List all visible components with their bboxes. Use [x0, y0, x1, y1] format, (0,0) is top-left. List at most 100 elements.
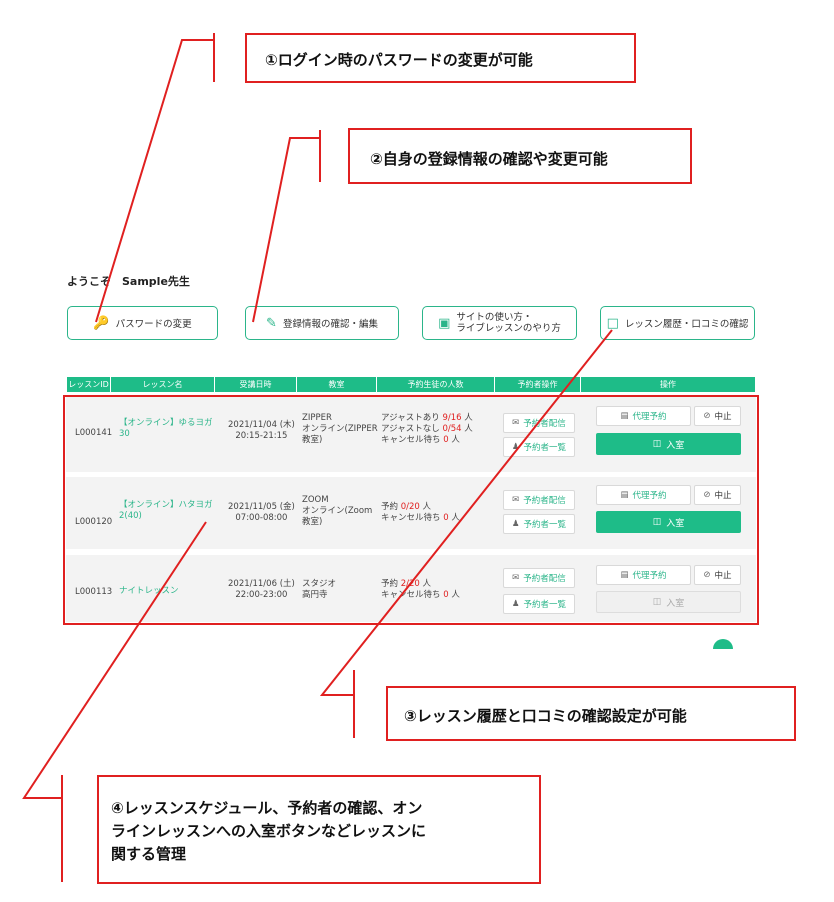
annotation-line-history: [319, 329, 613, 696]
proxy-label: 代理予約: [632, 491, 667, 501]
annotation-line-schedule: [22, 521, 207, 799]
booker-list-button[interactable]: ♟予約者一覧: [503, 437, 575, 457]
send-label: 予約者配信: [523, 496, 566, 506]
seats-value: 9/16: [442, 413, 462, 423]
waitlist-value: 0: [443, 590, 449, 600]
seats-unit: 人: [464, 413, 473, 423]
col-header-name: レッスン名: [111, 377, 215, 392]
waitlist-unit: 人: [451, 435, 460, 445]
lesson-id: L000113: [75, 587, 113, 597]
users-icon: ♟: [511, 442, 520, 452]
lesson-time: 20:15-21:15: [235, 431, 288, 441]
waitlist-label: キャンセル待ち: [381, 435, 441, 445]
waitlist-value: 0: [443, 513, 449, 523]
enter-label: 入室: [666, 598, 685, 609]
list-label: 予約者一覧: [523, 443, 567, 453]
lesson-name-line2: 30: [119, 429, 130, 439]
annotation-line-password: [95, 39, 214, 323]
enter-label: 入室: [666, 518, 685, 529]
send-to-bookers-button[interactable]: ✉予約者配信: [503, 490, 575, 510]
col-header-ops: 操作: [581, 377, 756, 392]
room-line2: 高円寺: [302, 590, 328, 600]
proxy-booking-button[interactable]: ▤代理予約: [596, 406, 691, 426]
password-change-button[interactable]: 🔑 パスワードの変更: [67, 306, 218, 340]
callout-schedule-line2: ラインレッスンへの入室ボタンなどレッスンに: [111, 822, 427, 840]
enter-room-button[interactable]: ◫入室: [596, 433, 741, 455]
send-to-bookers-button[interactable]: ✉予約者配信: [503, 568, 575, 588]
users-icon: ♟: [511, 599, 520, 609]
chat-icon: □: [606, 315, 619, 331]
booker-list-button[interactable]: ♟予約者一覧: [503, 594, 575, 614]
room-line2: オンライン(Zoom: [302, 506, 373, 516]
col-header-id: レッスンID: [67, 377, 111, 392]
lesson-seats: アジャストあり 9/16 人 アジャストなし 0/54 人 キャンセル待ち 0 …: [381, 413, 473, 446]
cancel-lesson-button[interactable]: ⊘中止: [694, 406, 741, 426]
lesson-datetime: 2021/11/05 (金) 07:00-08:00: [228, 502, 295, 524]
waitlist-unit: 人: [451, 513, 460, 523]
cancel-label: 中止: [714, 571, 732, 581]
callout-password-text: ①ログイン時のパスワードの変更が可能: [265, 51, 533, 69]
booker-list-button[interactable]: ♟予約者一覧: [503, 514, 575, 534]
enter-label: 入室: [666, 440, 685, 451]
lesson-datetime: 2021/11/04 (木) 20:15-21:15: [228, 420, 295, 442]
proxy-booking-button[interactable]: ▤代理予約: [596, 565, 691, 585]
guide-button[interactable]: ▣ サイトの使い方・ ライブレッスンのやり方: [422, 306, 577, 340]
ban-icon: ⊘: [703, 570, 711, 580]
list-label: 予約者一覧: [523, 600, 567, 610]
password-change-label: パスワードの変更: [115, 319, 192, 330]
lesson-name-link[interactable]: ナイトレッスン: [119, 586, 179, 597]
room-line3: 教室): [302, 517, 323, 527]
lesson-room: スタジオ 高円寺: [302, 579, 336, 601]
annotation-line-profile: [252, 137, 320, 323]
enter-room-button-disabled: ◫入室: [596, 591, 741, 613]
lesson-room: ZIPPER オンライン(ZIPPER 教室): [302, 413, 378, 446]
seats-value: 0/20: [400, 502, 420, 512]
seats-label: 予約: [381, 502, 399, 512]
seats-unit: 人: [464, 424, 473, 434]
lesson-name-line1: 【オンライン】ゆるヨガ: [119, 418, 213, 428]
waitlist-label: キャンセル待ち: [381, 590, 441, 600]
lesson-date: 2021/11/06 (土): [228, 579, 295, 589]
presentation-icon: ▣: [438, 315, 451, 331]
callout-history-text: ③レッスン履歴と口コミの確認設定が可能: [404, 707, 687, 725]
col-header-date: 受講日時: [215, 377, 297, 392]
cancel-lesson-button[interactable]: ⊘中止: [694, 565, 741, 585]
cancel-label: 中止: [714, 412, 732, 422]
history-review-label: レッスン履歴・口コミの確認: [624, 319, 749, 330]
send-label: 予約者配信: [523, 419, 566, 429]
callout-schedule: ④レッスンスケジュール、予約者の確認、オン ラインレッスンへの入室ボタンなどレッ…: [97, 775, 541, 884]
waitlist-label: キャンセル待ち: [381, 513, 441, 523]
enter-room-button[interactable]: ◫ 入室: [596, 511, 741, 533]
seats-label: アジャストあり: [381, 413, 440, 423]
lesson-date: 2021/11/04 (木): [228, 420, 295, 430]
callout-schedule-line1: ④レッスンスケジュール、予約者の確認、オン: [111, 799, 423, 817]
proxy-label: 代理予約: [632, 412, 667, 422]
history-review-button[interactable]: □ レッスン履歴・口コミの確認: [600, 306, 755, 340]
seats-unit: 人: [422, 579, 432, 589]
profile-edit-button[interactable]: ✎ 登録情報の確認・編集: [245, 306, 399, 340]
scroll-top-button[interactable]: [713, 639, 733, 649]
proxy-booking-button[interactable]: ▤代理予約: [596, 485, 691, 505]
lesson-room: ZOOM オンライン(Zoom 教室): [302, 495, 372, 528]
room-line1: スタジオ: [302, 579, 337, 589]
users-icon: ♟: [511, 519, 520, 529]
callout-schedule-line3: 関する管理: [111, 845, 187, 863]
edit-icon: ✎: [266, 315, 277, 331]
col-header-room: 教室: [297, 377, 377, 392]
lesson-name-line1: ナイトレッスン: [119, 586, 179, 596]
list-label: 予約者一覧: [523, 520, 567, 530]
cancel-lesson-button[interactable]: ⊘中止: [694, 485, 741, 505]
door-icon: ◫: [652, 517, 662, 527]
lesson-name-link[interactable]: 【オンライン】ゆるヨガ 30: [119, 418, 213, 440]
calendar-icon: ▤: [620, 490, 629, 500]
lesson-name-link[interactable]: 【オンライン】ハタヨガ 2(40): [119, 500, 213, 522]
guide-label-line2: ライブレッスンのやり方: [456, 323, 561, 334]
room-line1: ZOOM: [302, 495, 329, 505]
room-line2: オンライン(ZIPPER: [302, 424, 378, 434]
lesson-date: 2021/11/05 (金): [228, 502, 295, 512]
callout-history: ③レッスン履歴と口コミの確認設定が可能: [386, 686, 796, 741]
waitlist-value: 0: [443, 435, 449, 445]
lesson-seats: 予約 0/20 人 キャンセル待ち 0 人: [381, 502, 460, 524]
seats-label: 予約: [381, 579, 399, 589]
